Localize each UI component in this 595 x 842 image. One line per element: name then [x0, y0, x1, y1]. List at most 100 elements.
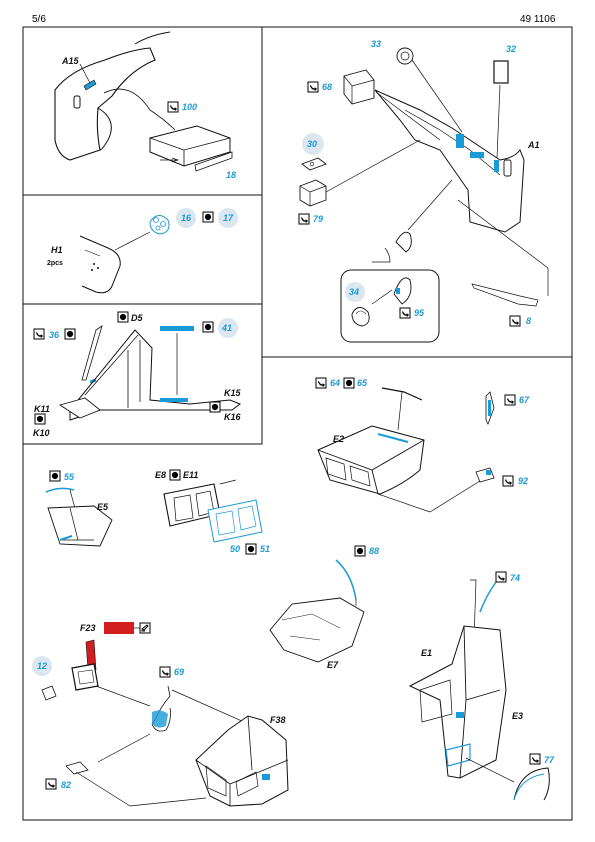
remove-icon — [49, 470, 61, 482]
remove-icon — [64, 328, 76, 340]
fold-icon — [399, 307, 411, 319]
remove-icon — [34, 413, 46, 425]
pe-part-88 — [335, 559, 357, 601]
fold-icon — [504, 394, 516, 406]
seat-f38 — [195, 715, 289, 807]
label-2pcs: 2pcs — [47, 260, 63, 267]
label-k11: K11 — [34, 404, 50, 414]
pe-part-12 — [41, 685, 57, 701]
part-number-30: 30 — [307, 139, 317, 149]
seat-e2 — [317, 425, 425, 495]
fold-icon — [33, 328, 45, 340]
pe-part-77 — [513, 767, 550, 801]
part-number-50: 50 — [230, 544, 240, 554]
label-e7: E7 — [327, 660, 339, 670]
part-number-18: 18 — [226, 170, 236, 180]
paint-swatch — [104, 622, 134, 634]
remove-icon — [343, 377, 355, 389]
pe-part-92 — [475, 467, 495, 483]
label-k10: K10 — [33, 428, 50, 438]
part-number-65: 65 — [357, 378, 368, 388]
pe-part-32 — [493, 60, 509, 84]
fuselage-section-a15 — [54, 47, 156, 161]
pe-part-68 — [343, 69, 375, 105]
fold-icon — [509, 315, 521, 327]
part-number-33: 33 — [371, 39, 381, 49]
section-floor: 55 E5 E8 E11 50 51 F23 — [32, 469, 289, 807]
fold-icon — [298, 213, 310, 225]
product-code: 49 1106 — [520, 14, 556, 25]
part-bubble-12 — [32, 656, 52, 676]
label-a1: A1 — [527, 140, 540, 150]
label-e2: E2 — [333, 434, 344, 444]
part-bubble-41 — [218, 318, 238, 338]
window-a15 — [73, 95, 81, 109]
pe-part-55 — [45, 487, 75, 493]
part-number-8: 8 — [526, 316, 531, 326]
part-bubble-17 — [218, 208, 238, 228]
remove-icon — [169, 469, 181, 481]
part-number-100: 100 — [182, 102, 197, 112]
label-f38: F38 — [270, 715, 286, 725]
label-e8: E8 — [155, 470, 166, 480]
pe-part-82 — [65, 761, 89, 775]
part-number-68: 68 — [322, 82, 332, 92]
pe-part-36 — [81, 325, 103, 381]
part-number-41: 41 — [221, 323, 232, 333]
section-struts: 36 D5 41 K15 K16 K11 K10 — [33, 311, 242, 438]
panel-e5 — [47, 505, 113, 547]
fold-icon — [307, 81, 319, 93]
label-k15: K15 — [224, 388, 242, 398]
fold-icon — [167, 101, 179, 113]
part-number-12: 12 — [37, 661, 47, 671]
part-number-88: 88 — [369, 546, 379, 556]
part-number-36: 36 — [49, 330, 60, 340]
part-f23 — [85, 639, 97, 671]
section-a1: 33 32 68 A1 30 7 — [298, 39, 549, 343]
pe-part-79 — [299, 179, 327, 207]
pe-part-16 — [149, 215, 170, 235]
part-number-51: 51 — [260, 544, 270, 554]
part-number-32: 32 — [506, 44, 516, 54]
part-number-69: 69 — [174, 667, 184, 677]
fuselage-a1 — [374, 89, 525, 233]
part-number-55: 55 — [64, 472, 75, 482]
pe-part-41-installed — [160, 398, 188, 402]
pe-part-100 — [149, 125, 231, 167]
section-seats: 64 65 E2 67 92 88 E7 — [269, 377, 555, 801]
pe-part-18 — [194, 151, 233, 172]
label-e5: E5 — [97, 502, 109, 512]
remove-icon — [354, 545, 366, 557]
wheel-fairing-h1 — [79, 235, 121, 294]
part-number-74: 74 — [510, 573, 520, 583]
label-d5: D5 — [131, 313, 143, 323]
remove-icon — [202, 211, 214, 223]
remove-icon — [245, 543, 257, 555]
pe-part-100-installed — [83, 79, 97, 91]
part-number-77: 77 — [544, 755, 555, 765]
fold-icon — [529, 753, 541, 765]
part-number-95: 95 — [414, 308, 425, 318]
label-a15: A15 — [61, 56, 80, 66]
part-number-16: 16 — [181, 213, 192, 223]
detail-inset — [340, 269, 440, 343]
pe-part-74 — [479, 581, 497, 613]
part-number-17: 17 — [223, 213, 234, 223]
remove-icon — [202, 321, 214, 333]
paint-icon — [139, 622, 151, 634]
part-number-82: 82 — [61, 780, 71, 790]
label-k16: K16 — [224, 412, 242, 422]
pe-part-95 — [393, 277, 412, 305]
part-bubble-30 — [302, 133, 324, 155]
seat-e3 — [408, 625, 507, 779]
page-border — [22, 26, 573, 821]
part-number-67: 67 — [519, 395, 530, 405]
label-f23: F23 — [80, 623, 96, 633]
part-number-34: 34 — [349, 287, 359, 297]
label-e11: E11 — [183, 470, 198, 480]
pe-part-41 — [160, 326, 194, 331]
pe-part-32-installed — [456, 134, 464, 148]
label-h1: H1 — [51, 245, 63, 255]
section-h1: H1 2pcs 16 17 — [47, 208, 238, 294]
